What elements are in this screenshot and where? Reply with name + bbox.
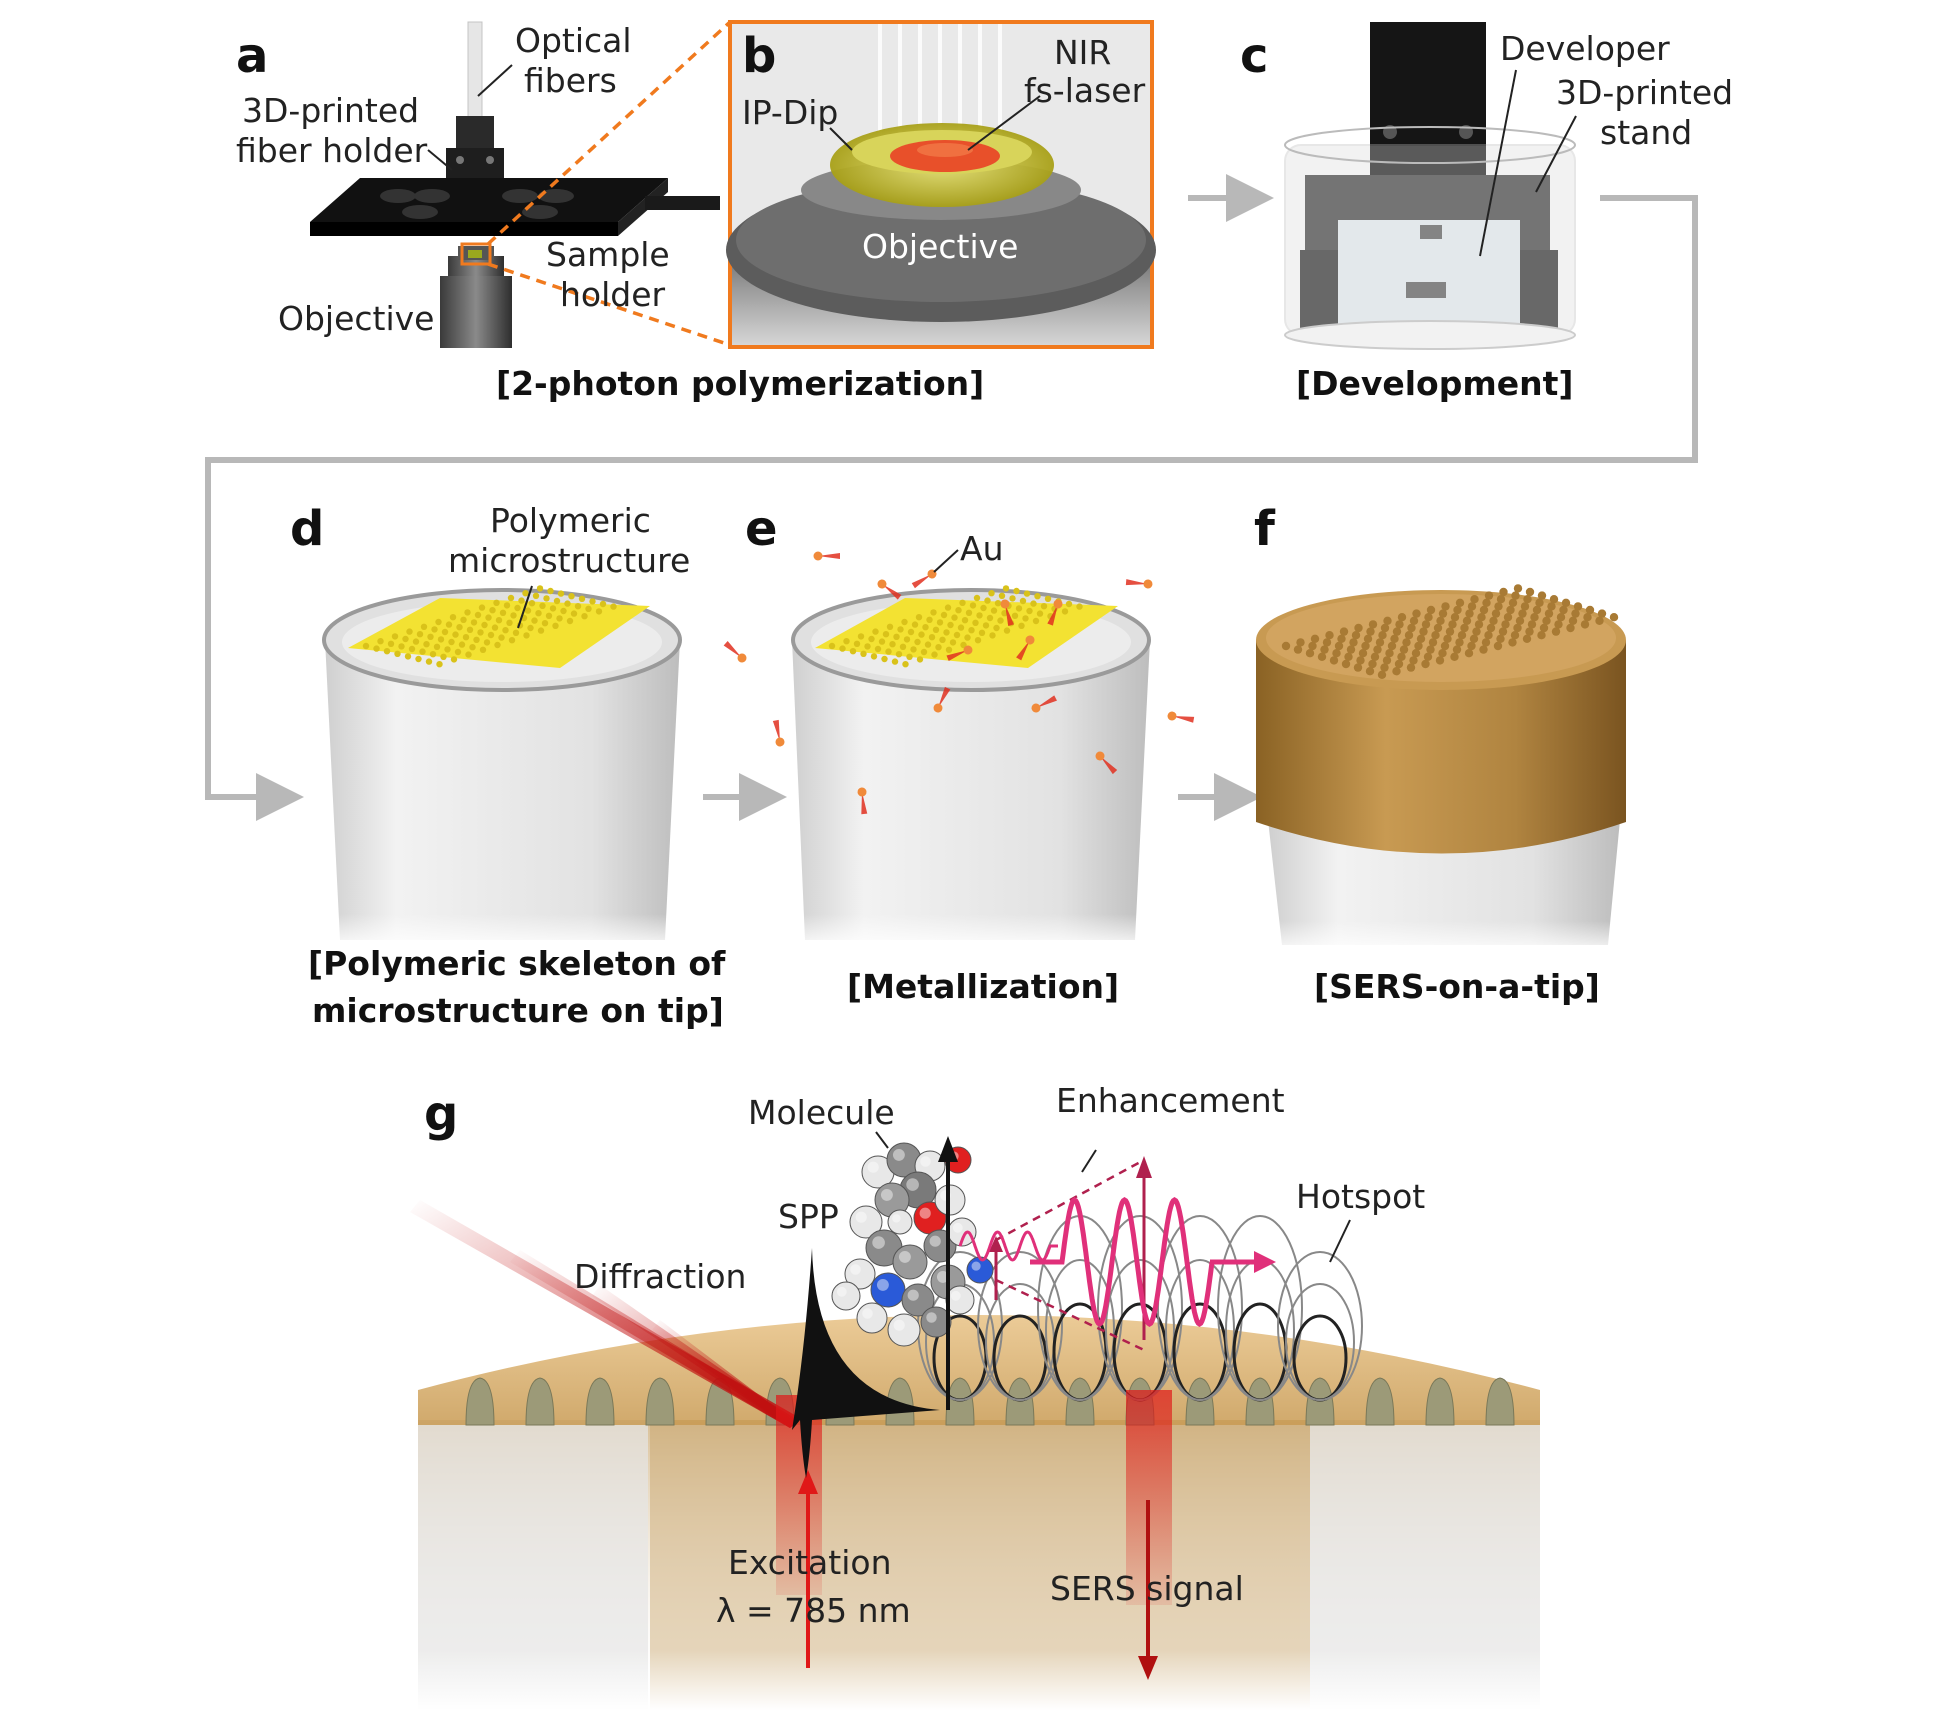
weak-raman-wave: [958, 1230, 1058, 1262]
label-spp: SPP: [778, 1197, 839, 1236]
panel-b: b IP-Dip NIR fs-laser Objective: [726, 20, 1156, 349]
panel-letter-f: f: [1254, 501, 1276, 557]
label-fiber-holder-2: fiber holder: [236, 131, 428, 170]
molecule-illustration: [831, 1142, 994, 1347]
label-stand-1: 3D-printed: [1556, 73, 1733, 112]
zoom-line-top: [486, 20, 732, 246]
panel-letter-b: b: [742, 28, 776, 84]
label-molecule: Molecule: [748, 1093, 895, 1132]
panel-f: f [SERS-on-a-tip]: [1250, 501, 1635, 1006]
label-sample-holder-2: holder: [560, 275, 666, 314]
label-objective-b: Objective: [862, 227, 1018, 266]
label-au: Au: [960, 529, 1004, 568]
label-optical-fibers-1: Optical: [515, 21, 632, 60]
panel-c: c Developer 3D-printed stand [Developmen…: [1240, 22, 1733, 403]
label-optical-fibers-2: fibers: [524, 61, 617, 100]
caption-sers-on-a-tip: [SERS-on-a-tip]: [1314, 967, 1600, 1006]
label-wavelength: λ = 785 nm: [716, 1591, 911, 1630]
panel-letter-c: c: [1240, 28, 1268, 84]
gold-nanostructure-dots: [1281, 584, 1619, 679]
label-nir-2: fs-laser: [1024, 71, 1146, 110]
label-ip-dip: IP-Dip: [742, 93, 838, 132]
label-fiber-holder-1: 3D-printed: [242, 91, 419, 130]
objective-illustration: [440, 242, 512, 348]
gold-coated-tip-illustration: [1250, 584, 1635, 955]
label-stand-2: stand: [1600, 113, 1692, 152]
process-flow-arrows: [205, 174, 1698, 821]
label-hotspot: Hotspot: [1296, 1177, 1425, 1216]
microstructure-dots-d: [362, 585, 617, 668]
label-microstructure-1: Polymeric: [490, 501, 651, 540]
excitation-beam: [776, 1395, 822, 1595]
enhanced-raman-wave: [1030, 1197, 1215, 1327]
caption-polymeric-skeleton-2: microstructure on tip]: [312, 991, 724, 1030]
label-objective-a: Objective: [278, 299, 434, 338]
enhancement-illustration: [958, 1156, 1276, 1352]
panel-a: a: [236, 20, 732, 348]
optical-fibers-illustration: [467, 21, 483, 119]
sers-signal-arrowhead: [1138, 1656, 1158, 1680]
panel-letter-e: e: [745, 501, 778, 557]
label-excitation: Excitation: [728, 1543, 892, 1582]
diffraction-rays: [410, 1200, 800, 1428]
panel-letter-a: a: [236, 28, 268, 84]
objective-zoom-illustration: [726, 24, 1156, 345]
arrow-c-to-d: [205, 195, 1698, 821]
label-enhancement: Enhancement: [1056, 1081, 1285, 1120]
spp-evanescent-profile: [792, 1248, 940, 1478]
label-diffraction: Diffraction: [574, 1257, 746, 1296]
au-particles: [723, 551, 1195, 815]
panel-letter-g: g: [424, 1086, 458, 1142]
developer-beaker-illustration: [1284, 22, 1576, 350]
excitation-arrowhead: [798, 1470, 818, 1494]
caption-development: [Development]: [1296, 364, 1573, 403]
label-developer: Developer: [1500, 29, 1670, 68]
panel-d: d Polymeric microstructure [Polymeric sk…: [290, 501, 726, 1030]
label-microstructure-2: microstructure: [448, 541, 690, 580]
caption-metallization: [Metallization]: [847, 967, 1119, 1006]
caption-polymeric-skeleton-1: [Polymeric skeleton of: [308, 944, 726, 983]
sample-plate-illustration: [310, 178, 720, 236]
sample-highlight-box: [460, 242, 492, 266]
panel-g: g: [410, 1081, 1540, 1710]
label-sers-signal: SERS signal: [1050, 1569, 1244, 1608]
panel-e: e Au [Metallization]: [723, 501, 1195, 1006]
microstructure-dots-e: [828, 585, 1083, 668]
fiber-tip-illustration-e: [723, 551, 1195, 950]
fiber-cross-section-illustration: [418, 1315, 1540, 1710]
panel-letter-d: d: [290, 501, 324, 557]
label-sample-holder-1: Sample: [546, 235, 670, 274]
caption-2-photon-polymerization: [2-photon polymerization]: [496, 364, 984, 403]
fiber-tip-illustration-d: [320, 585, 690, 950]
label-nir-1: NIR: [1054, 33, 1111, 72]
zoom-line-bottom: [487, 262, 731, 347]
